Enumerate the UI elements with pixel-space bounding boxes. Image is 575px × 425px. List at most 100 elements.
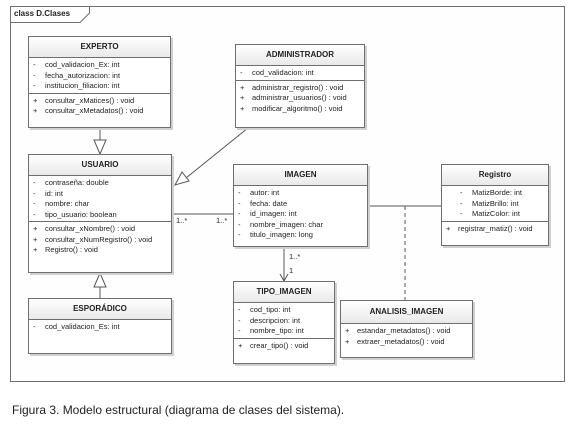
visibility-marker: + bbox=[238, 340, 243, 350]
attribute-text: id: int bbox=[45, 188, 63, 198]
attribute-text: nombre: char bbox=[45, 199, 90, 208]
attribute-row: -cod_validacion_Ex: int bbox=[33, 60, 166, 71]
attribute-text: institucion_filiacion: int bbox=[45, 81, 120, 90]
class-imagen[interactable]: IMAGEN -autor: int -fecha: date -id_imag… bbox=[233, 164, 368, 247]
operation-text: crear_tipo() : void bbox=[250, 340, 309, 350]
class-esporadico[interactable]: ESPORÁDICO -cod_validacion_Es: int bbox=[28, 298, 172, 354]
operations-compartment: + administrar_registro() : void + administ… bbox=[236, 81, 364, 116]
operation-row: + consultar_xNombre() : void bbox=[33, 224, 167, 235]
class-name: USUARIO bbox=[29, 155, 171, 176]
operation-text: consultar_xMetadatos() : void bbox=[45, 106, 144, 115]
visibility-marker: - bbox=[238, 219, 241, 229]
class-analisis-imagen[interactable]: ANALISIS_IMAGEN +estandar_metadatos() : … bbox=[340, 300, 473, 358]
attribute-text: cod_validacion_Es: int bbox=[45, 322, 120, 331]
operation-text: Registro() : void bbox=[45, 245, 98, 254]
operation-row: + administrar_usuarios() : void bbox=[240, 93, 360, 104]
attribute-text: autor: int bbox=[250, 188, 280, 197]
attributes-compartment: -MatizBorde: int -MatizBrillo: int -Mati… bbox=[442, 186, 548, 222]
attributes-compartment: -cod_validacion_Ex: int -fecha_autorizac… bbox=[29, 58, 170, 94]
visibility-marker: + bbox=[345, 336, 350, 346]
attribute-row: -MatizBrillo: int bbox=[460, 199, 544, 210]
attribute-text: descripcion: int bbox=[250, 315, 301, 325]
visibility-marker: + bbox=[240, 103, 245, 113]
attributes-compartment: -cod_validacion_Es: int bbox=[29, 320, 171, 334]
esporadico-generalization-arrowhead bbox=[93, 271, 107, 288]
visibility-marker: + bbox=[446, 223, 451, 233]
visibility-marker: + bbox=[240, 82, 245, 92]
operations-compartment: +consultar_xMatices() : void +consultar_… bbox=[29, 94, 170, 118]
attribute-row: -fecha_autorizacion: int bbox=[33, 71, 166, 82]
visibility-marker: - bbox=[238, 315, 241, 325]
attribute-text: nombre_tipo: int bbox=[250, 326, 304, 335]
visibility-marker: - bbox=[238, 188, 241, 197]
attribute-text: MatizBorde: int bbox=[472, 188, 523, 197]
operation-row: +consultar_xMetadatos() : void bbox=[33, 106, 166, 117]
attribute-text: tipo_usuario: boolean bbox=[45, 209, 117, 219]
attribute-text: cod_validacion: int bbox=[252, 68, 314, 77]
operation-row: + registrar_matiz() : void bbox=[446, 224, 544, 235]
class-name: TIPO_IMAGEN bbox=[234, 282, 334, 303]
attribute-row: -descripcion: int bbox=[238, 316, 330, 327]
operation-text: administrar_usuarios() : void bbox=[252, 93, 347, 102]
visibility-marker: + bbox=[33, 224, 38, 233]
operation-row: + administrar_registro() : void bbox=[240, 83, 360, 94]
visibility-marker: - bbox=[460, 188, 463, 197]
attribute-row: -titulo_imagen: long bbox=[238, 230, 363, 241]
visibility-marker: - bbox=[238, 326, 241, 335]
visibility-marker: - bbox=[33, 81, 36, 90]
figure-caption: Figura 3. Modelo estructural (diagrama d… bbox=[12, 403, 345, 417]
attribute-row: -fecha: date bbox=[238, 199, 363, 210]
operation-text: administrar_registro() : void bbox=[252, 82, 344, 92]
attribute-text: fecha_autorizacion: int bbox=[45, 70, 121, 80]
visibility-marker: + bbox=[240, 93, 245, 102]
attribute-row: -contraseña: double bbox=[33, 178, 167, 189]
experto-generalization-arrowhead bbox=[93, 139, 107, 156]
class-usuario[interactable]: USUARIO -contraseña: double -id: int -no… bbox=[28, 154, 172, 273]
attribute-text: MatizBrillo: int bbox=[472, 198, 519, 208]
visibility-marker: - bbox=[238, 198, 241, 208]
class-name: ANALISIS_IMAGEN bbox=[341, 301, 472, 324]
operation-text: consultar_xMatices() : void bbox=[45, 95, 135, 105]
multiplicity-imagen-end: 1..* bbox=[216, 216, 228, 225]
operation-text: modificar_algoritmo() : void bbox=[252, 103, 343, 113]
attributes-compartment: -cod_validacion: int bbox=[236, 66, 364, 81]
attribute-text: id_imagen: int bbox=[250, 209, 297, 218]
attribute-row: -MatizColor: int bbox=[460, 209, 544, 220]
operations-compartment: + crear_tipo() : void bbox=[234, 339, 334, 353]
attribute-text: nombre_imagen: char bbox=[250, 219, 323, 229]
visibility-marker: - bbox=[33, 60, 36, 69]
attribute-row: -tipo_usuario: boolean bbox=[33, 210, 167, 221]
operation-row: + extraer_metadatos() : void bbox=[345, 337, 468, 348]
operation-text: consultar_xNombre() : void bbox=[45, 224, 136, 233]
visibility-marker: - bbox=[240, 68, 243, 77]
visibility-marker: - bbox=[238, 230, 241, 239]
class-name: EXPERTO bbox=[29, 37, 170, 58]
attributes-compartment: -autor: int -fecha: date -id_imagen: int… bbox=[234, 186, 367, 242]
frame-tab-outline bbox=[10, 6, 90, 23]
visibility-marker: - bbox=[33, 178, 36, 187]
operations-compartment: +estandar_metadatos() : void +extraer_me… bbox=[341, 324, 472, 348]
class-name: ESPORÁDICO bbox=[29, 299, 171, 320]
attribute-row: -autor: int bbox=[238, 188, 363, 199]
attribute-row: -institucion_filiacion: int bbox=[33, 81, 166, 92]
class-tipo-imagen[interactable]: TIPO_IMAGEN -cod_tipo: int -descripcion:… bbox=[233, 281, 335, 364]
frame-tab-label: class D.Clases bbox=[14, 9, 71, 18]
class-registro[interactable]: Registro -MatizBorde: int -MatizBrillo: … bbox=[441, 164, 549, 246]
operations-compartment: + consultar_xNombre() : void + consultar_x… bbox=[29, 222, 171, 257]
operation-text: registrar_matiz() : void bbox=[458, 223, 533, 233]
class-administrador[interactable]: ADMINISTRADOR -cod_validacion: int +admi… bbox=[235, 44, 365, 128]
attribute-row: -id_imagen: int bbox=[238, 209, 363, 220]
class-experto[interactable]: EXPERTO -cod_validacion_Ex: int -fecha_a… bbox=[28, 36, 171, 128]
operations-compartment: + registrar_matiz() : void bbox=[442, 222, 548, 236]
attribute-row: -cod_validacion_Es: int bbox=[33, 322, 167, 333]
class-name: Registro bbox=[442, 165, 548, 186]
operation-text: extraer_metadatos() : void bbox=[357, 336, 445, 346]
operation-row: + modificar_algoritmo() : void bbox=[240, 104, 360, 115]
visibility-marker: - bbox=[460, 209, 463, 218]
visibility-marker: - bbox=[33, 199, 36, 208]
visibility-marker: + bbox=[33, 234, 38, 244]
visibility-marker: - bbox=[33, 70, 36, 80]
attribute-row: -id: int bbox=[33, 189, 167, 200]
operation-row: +Registro() : void bbox=[33, 245, 167, 256]
